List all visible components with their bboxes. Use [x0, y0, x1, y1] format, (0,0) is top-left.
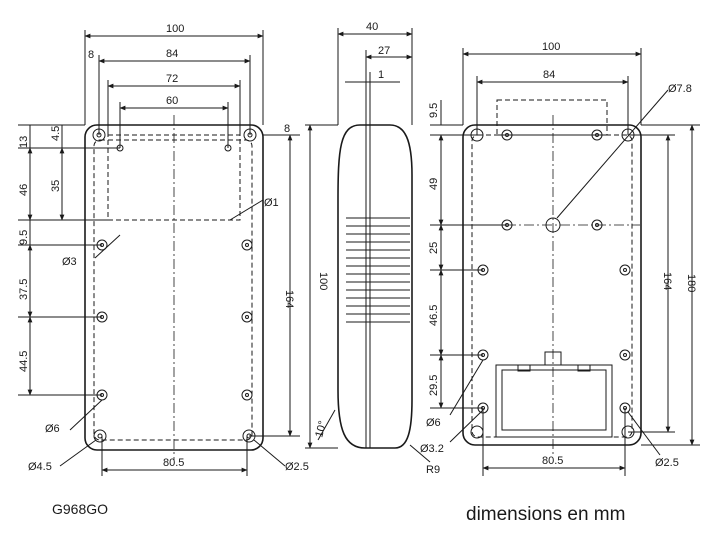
- back-callout-o7.8: Ø7.8: [668, 83, 692, 95]
- front-dim-37.5: 37.5: [18, 279, 30, 300]
- front-dim-9.5: 9.5: [18, 230, 30, 245]
- front-dim-100: 100: [166, 23, 184, 35]
- back-dim-25: 25: [428, 242, 440, 254]
- front-callout-o2.5: Ø2.5: [285, 461, 309, 473]
- front-top-window: [107, 134, 241, 221]
- back-callout-o3.2: Ø3.2: [420, 443, 444, 455]
- side-dim-100: 100: [317, 272, 329, 290]
- front-dim-46: 46: [18, 184, 30, 196]
- front-dim-13: 13: [18, 136, 30, 148]
- back-callout-o2.5: Ø2.5: [655, 457, 679, 469]
- front-callout-o6: Ø6: [45, 423, 60, 435]
- side-view: [305, 28, 431, 463]
- front-view: [18, 30, 300, 476]
- units-caption: dimensions en mm: [466, 504, 625, 525]
- side-vent-slots: [346, 217, 410, 323]
- back-dim-49: 49: [428, 178, 440, 190]
- front-callout-o1: Ø1: [264, 197, 279, 209]
- front-dim-35: 35: [50, 180, 62, 192]
- back-dim-84: 84: [543, 69, 555, 81]
- battery-compartment: [495, 351, 613, 438]
- side-dim-27: 27: [378, 45, 390, 57]
- front-dim-84: 84: [166, 48, 178, 60]
- front-corner-screws: [92, 128, 257, 443]
- side-angle-10: 10°: [313, 420, 329, 439]
- back-outline: [462, 124, 642, 446]
- front-dim-8: 8: [88, 49, 94, 61]
- front-dim-4.5: 4.5: [50, 126, 62, 141]
- back-top-window: [496, 99, 608, 136]
- front-dim-72: 72: [166, 73, 178, 85]
- front-dim-60: 60: [166, 95, 178, 107]
- back-dim-100: 100: [542, 41, 560, 53]
- front-dim-164: 164: [283, 290, 295, 308]
- side-dim-1: 1: [378, 69, 384, 81]
- front-callout-o4.5: Ø4.5: [28, 461, 52, 473]
- back-dim-80.5: 80.5: [542, 455, 563, 467]
- front-dim-44.5: 44.5: [18, 351, 30, 372]
- back-dim-46.5: 46.5: [428, 305, 440, 326]
- front-dim-8-right: 8: [284, 123, 290, 135]
- front-mounting-holes: [96, 144, 253, 401]
- back-holes: [470, 128, 635, 439]
- side-outline: [337, 124, 413, 449]
- back-dim-180: 180: [685, 274, 697, 292]
- back-dim-9.5: 9.5: [428, 103, 440, 118]
- back-view: [430, 48, 700, 476]
- front-inner-outline: [93, 139, 253, 441]
- model-code: G968GO: [52, 501, 108, 517]
- front-dim-80.5: 80.5: [163, 457, 184, 469]
- side-radius-r9: R9: [426, 464, 440, 476]
- back-dim-29.5: 29.5: [428, 375, 440, 396]
- side-dim-40: 40: [366, 21, 378, 33]
- front-callout-o3: Ø3: [62, 256, 77, 268]
- back-dim-164: 164: [661, 272, 673, 290]
- back-callout-o6: Ø6: [426, 417, 441, 429]
